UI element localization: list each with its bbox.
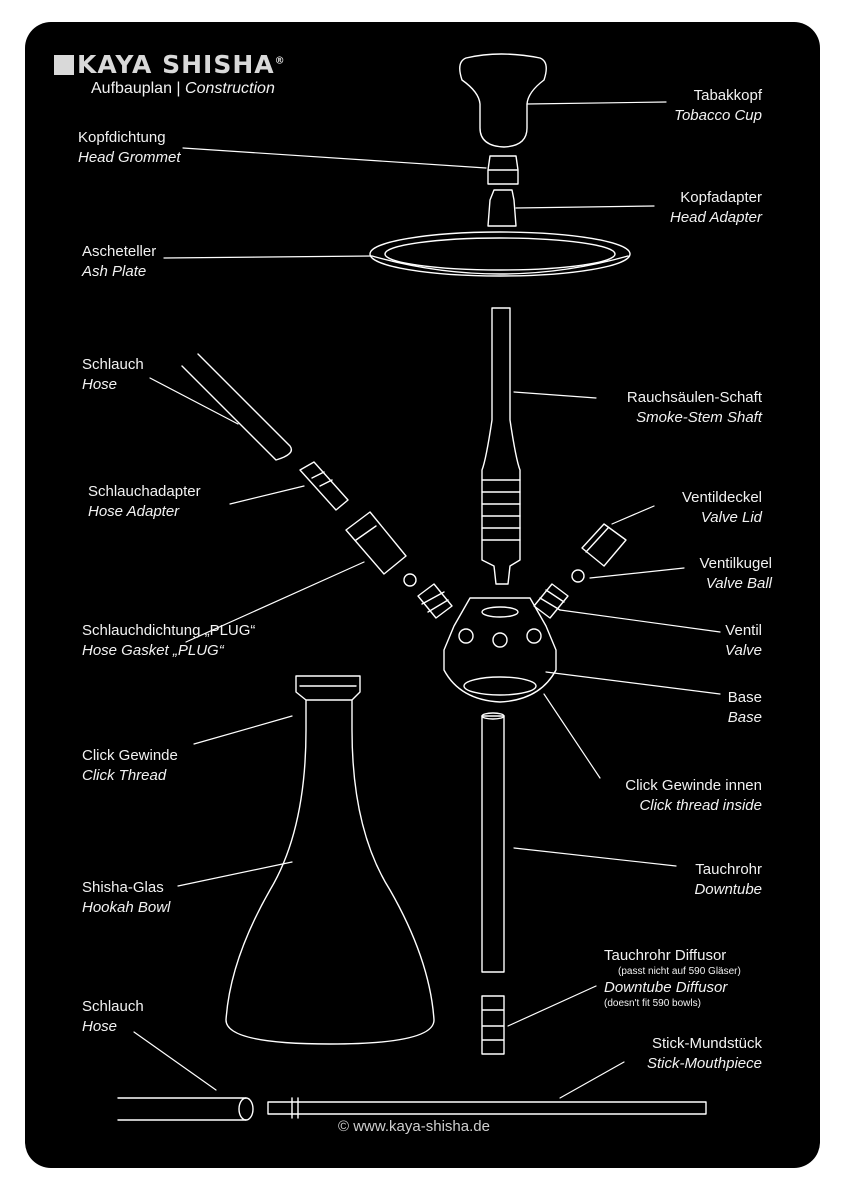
label-hose-gasket: Schlauchdichtung „PLUG“ Hose Gasket „PLUG… (82, 621, 255, 661)
label-de: Tabakkopf (693, 87, 762, 104)
subtitle-separator: | (171, 80, 186, 97)
label-diffusor: Tauchrohr Diffusor (passt nicht auf 590 G… (604, 946, 741, 1010)
subtitle-de: Aufbauplan (91, 80, 172, 97)
label-en: Hose Gasket „PLUG“ (82, 642, 224, 659)
label-de: Kopfdichtung (78, 129, 166, 146)
ash-plate (369, 231, 631, 277)
hose-adapter (299, 461, 349, 511)
label-en: Valve (725, 642, 762, 659)
label-de: Shisha-Glas (82, 879, 164, 896)
valve-right (533, 583, 569, 619)
label-de: Ventil (725, 622, 762, 639)
label-en: Downtube Diffusor (604, 979, 728, 996)
label-en: Valve Ball (705, 575, 772, 592)
copyright-link[interactable]: © www.kaya-shisha.de (338, 1118, 490, 1135)
head-adapter (487, 189, 517, 227)
label-de: Ventildeckel (681, 489, 762, 506)
label-en: Stick-Mouthpiece (646, 1055, 762, 1072)
label-en: Head Grommet (78, 149, 181, 166)
valve-ball-right (571, 569, 585, 583)
label-de: Rauchsäulen-Schaft (626, 389, 762, 406)
hookah-bowl (225, 675, 435, 1045)
downtube (481, 715, 505, 973)
label-en: Click thread inside (639, 797, 762, 814)
label-en: Hose (82, 1018, 118, 1035)
label-en: Click Thread (82, 767, 167, 784)
leader-lines (133, 101, 721, 1099)
label-de: Schlauchdichtung „PLUG“ (82, 622, 256, 639)
downtube-diffusor (481, 995, 505, 1055)
hose-lower (117, 1097, 247, 1121)
valve-left (417, 583, 453, 619)
diagram-card (25, 22, 820, 1168)
base (443, 597, 557, 703)
valve-lid (581, 523, 627, 567)
label-de: Stick-Mundstück (651, 1035, 762, 1052)
label-de: Ventilkugel (699, 555, 772, 572)
stick-mouthpiece (267, 1097, 707, 1119)
head-grommet (487, 155, 519, 185)
page-subtitle: Aufbauplan | Construction (91, 80, 275, 98)
label-de: Schlauch (82, 998, 144, 1015)
subtitle-en: Construction (185, 80, 275, 97)
tobacco-cup (459, 53, 547, 148)
smoke-stem-shaft (481, 307, 521, 585)
label-en: Downtube (694, 881, 762, 898)
label-en-note: (doesn't fit 590 bowls) (604, 998, 701, 1009)
registered-mark: ® (274, 55, 286, 67)
label-en: Base (727, 709, 762, 726)
label-en: Hose (82, 376, 118, 393)
label-en: Tobacco Cup (674, 107, 762, 124)
hose-upper (181, 353, 293, 461)
label-de-note: (passt nicht auf 590 Gläser) (618, 966, 741, 977)
label-de: Schlauchadapter (88, 483, 201, 500)
brand-mark-icon (54, 55, 74, 75)
label-de: Tauchrohr Diffusor (604, 947, 727, 964)
brand-name: KAYA SHISHA (77, 50, 275, 79)
label-de: Base (727, 689, 762, 706)
label-de: Tauchrohr (695, 861, 762, 878)
brand-logo: KAYA SHISHA® (54, 50, 286, 79)
label-de: Click Gewinde innen (625, 777, 762, 794)
label-en: Valve Lid (700, 509, 762, 526)
label-en: Hookah Bowl (82, 899, 171, 916)
label-de: Click Gewinde (82, 747, 178, 764)
label-de: Kopfadapter (680, 189, 762, 206)
label-de: Ascheteller (82, 243, 157, 260)
hose-gasket (345, 511, 407, 575)
label-en: Smoke-Stem Shaft (636, 409, 762, 426)
valve-ball-left (403, 573, 417, 587)
label-en: Hose Adapter (88, 503, 180, 520)
label-en: Head Adapter (669, 209, 762, 226)
label-en: Ash Plate (82, 263, 147, 280)
label-de: Schlauch (82, 356, 144, 373)
